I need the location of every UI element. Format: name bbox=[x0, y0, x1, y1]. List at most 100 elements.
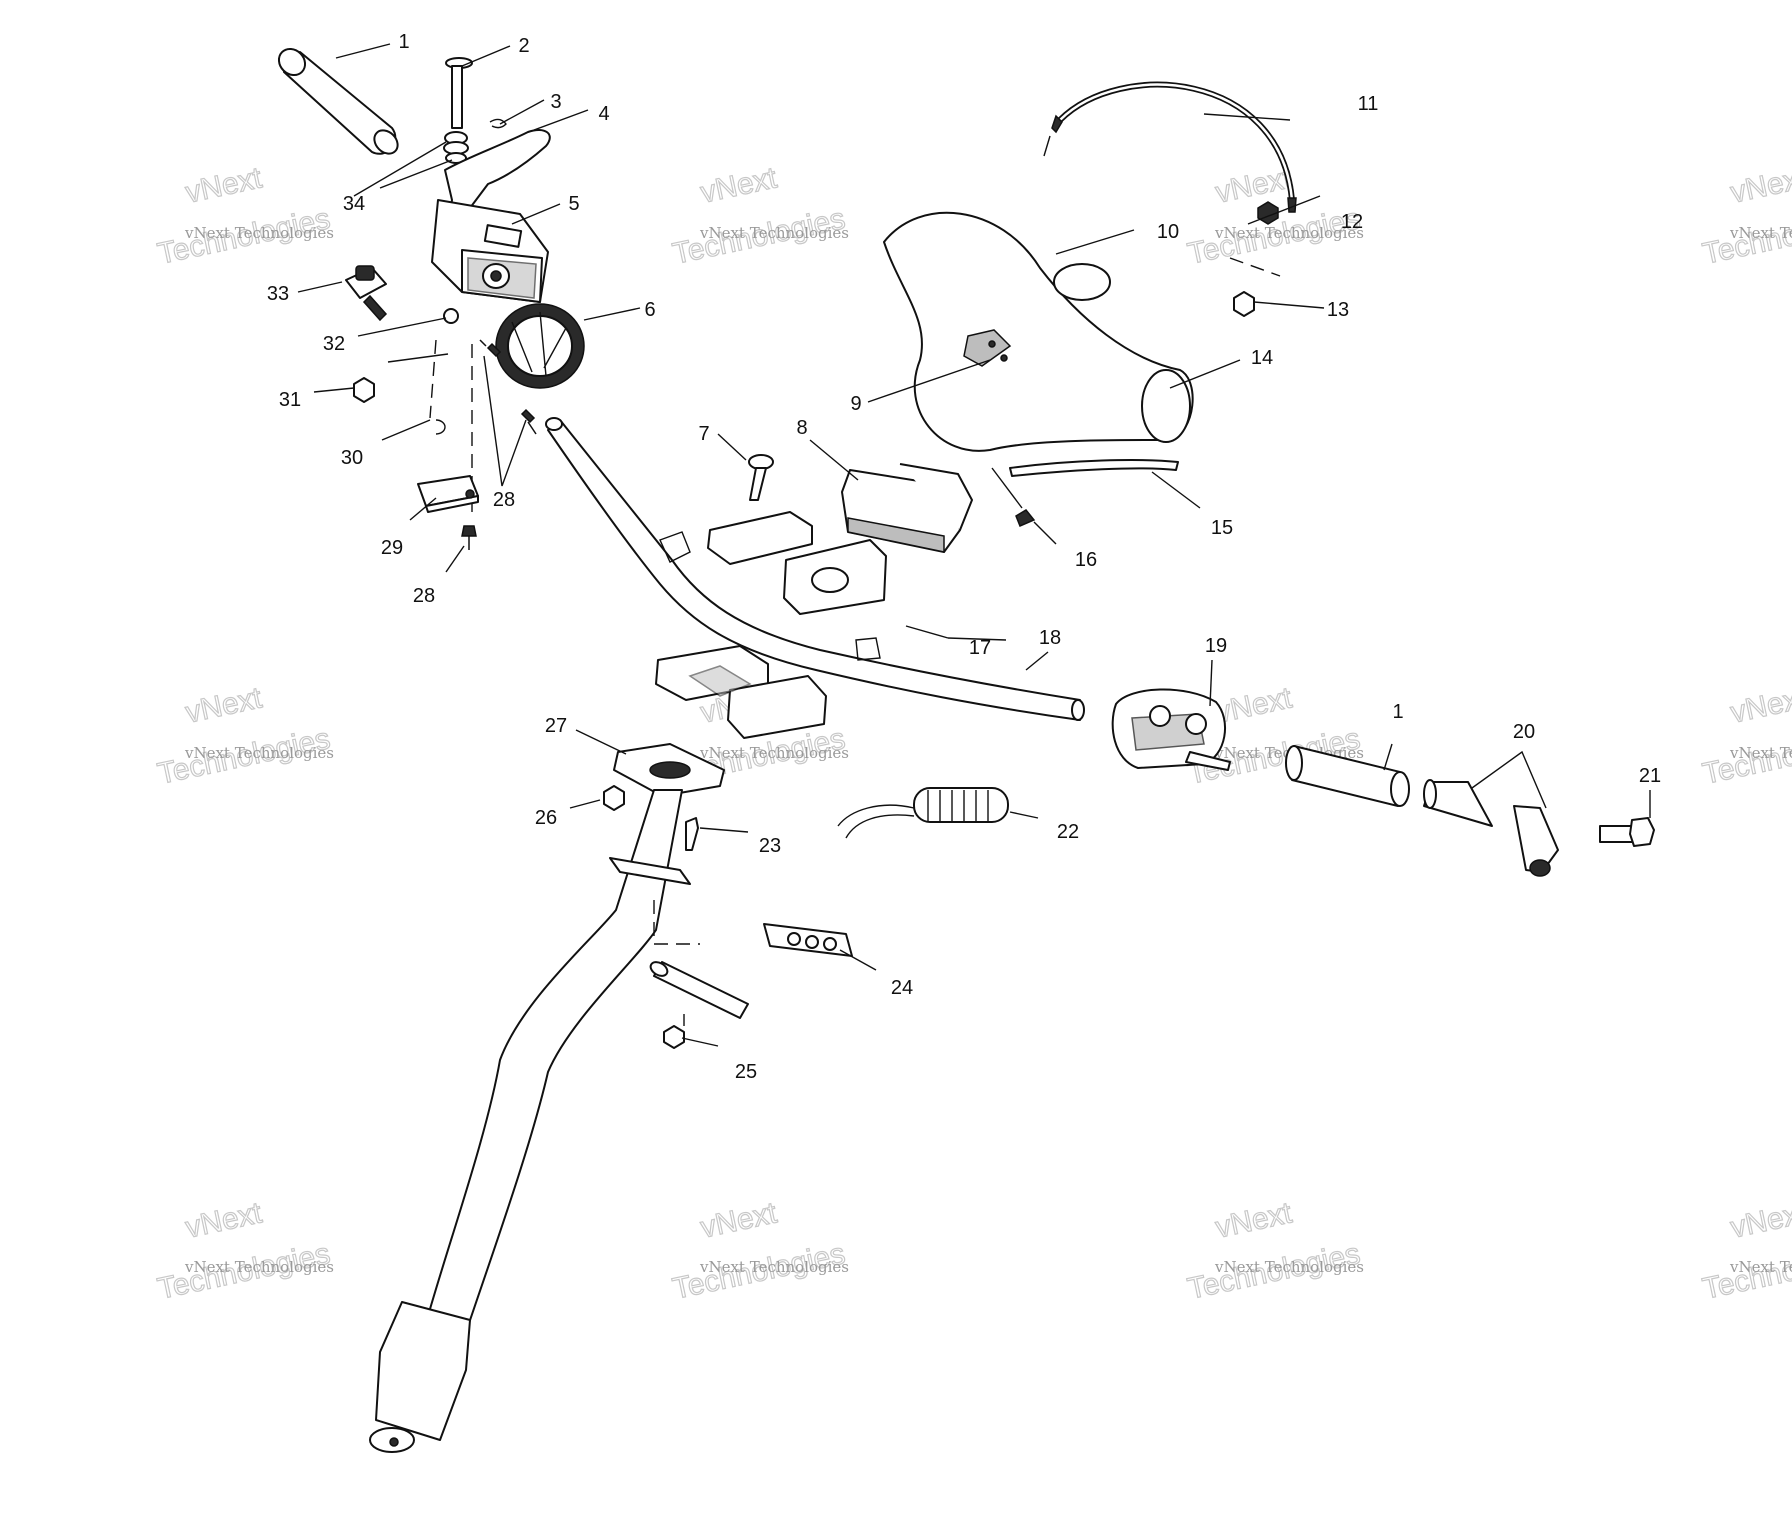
svg-text:vNext: vNext bbox=[1728, 681, 1792, 729]
watermark: vNext Technologies bbox=[154, 1196, 333, 1307]
parts-art bbox=[277, 47, 1655, 1453]
clamp-bolt bbox=[748, 454, 774, 501]
callout-label: 11 bbox=[1358, 93, 1379, 115]
assembly-line bbox=[429, 339, 437, 419]
watermark: vNext Technologies bbox=[1699, 1196, 1792, 1307]
callout-label: 4 bbox=[598, 103, 609, 125]
master-cylinder bbox=[431, 199, 549, 303]
svg-text:vNext: vNext bbox=[698, 1196, 781, 1244]
throttle-housing bbox=[495, 303, 585, 389]
detent-ball bbox=[443, 308, 459, 324]
watermark-text: vNext Technologies bbox=[699, 1258, 849, 1276]
mount-plate bbox=[763, 923, 853, 957]
callout-label: 3 bbox=[550, 91, 561, 113]
callout-label: 29 bbox=[381, 537, 403, 559]
watermark-text: vNext Technologies bbox=[184, 224, 334, 242]
callout-label: 23 bbox=[759, 835, 781, 857]
callout-label: 5 bbox=[568, 193, 579, 215]
tube-pin bbox=[649, 961, 749, 1019]
watermark-text: vNext Technologies bbox=[1729, 1258, 1792, 1276]
svg-text:vNext: vNext bbox=[183, 1196, 266, 1244]
callout-label: 32 bbox=[323, 333, 345, 355]
screw bbox=[1015, 509, 1036, 527]
callout-label: 25 bbox=[735, 1061, 757, 1083]
leader-lines bbox=[297, 43, 1651, 1047]
callout-label: 18 bbox=[1039, 627, 1061, 649]
callout-label: 21 bbox=[1639, 765, 1661, 787]
steering-flange bbox=[613, 743, 725, 797]
washer-nut-stack bbox=[443, 131, 469, 164]
assembly-line bbox=[991, 467, 1023, 509]
callout-label: 20 bbox=[1513, 721, 1535, 743]
screw bbox=[479, 339, 502, 358]
callout-label: 30 bbox=[341, 447, 363, 469]
svg-text:vNext: vNext bbox=[183, 681, 266, 729]
watermark-text: vNext Technologies bbox=[184, 744, 334, 762]
callout-label: 34 bbox=[343, 193, 365, 215]
hand-grip-left bbox=[277, 47, 399, 155]
assembly-line bbox=[1229, 257, 1281, 277]
bar-end-plug bbox=[1513, 805, 1559, 877]
throttle-cover bbox=[841, 463, 973, 553]
callout-label: 2 bbox=[518, 35, 529, 57]
handlebar-pad bbox=[883, 211, 1194, 452]
lever-bracket bbox=[417, 475, 479, 513]
e-clip bbox=[489, 118, 507, 129]
watermark-text: vNext Technologies bbox=[699, 224, 849, 242]
svg-text:vNext: vNext bbox=[1213, 1196, 1296, 1244]
callout-label: 8 bbox=[796, 417, 807, 439]
switch-housing bbox=[1111, 688, 1231, 771]
callout-label: 1 bbox=[1392, 701, 1403, 723]
hand-grip-right bbox=[1285, 745, 1410, 807]
callout-label: 28 bbox=[493, 489, 515, 511]
callout-label: 9 bbox=[850, 393, 861, 415]
callout-label: 22 bbox=[1057, 821, 1079, 843]
callout-label: 33 bbox=[267, 283, 289, 305]
watermark-text: vNext Technologies bbox=[1729, 744, 1792, 762]
choke-cable bbox=[1043, 81, 1297, 213]
screw bbox=[685, 817, 699, 851]
callout-label: 15 bbox=[1211, 517, 1233, 539]
callout-label: 6 bbox=[644, 299, 655, 321]
callout-label: 31 bbox=[279, 389, 301, 411]
handlebar-clamp-lower bbox=[655, 645, 827, 739]
screw bbox=[520, 408, 537, 435]
callout-label: 14 bbox=[1251, 347, 1273, 369]
svg-text:vNext: vNext bbox=[1728, 161, 1792, 209]
pivot-pin bbox=[445, 57, 473, 129]
callouts: 1 2 3 4 34 5 33 6 32 31 30 28 29 28 7 8 … bbox=[267, 31, 1661, 1083]
callout-label: 10 bbox=[1157, 221, 1179, 243]
kill-switch bbox=[345, 265, 388, 322]
pad-strap bbox=[1009, 459, 1179, 477]
bar-end-plug bbox=[1423, 779, 1493, 827]
watermark-text: vNext Technologies bbox=[1214, 224, 1364, 242]
callout-label: 19 bbox=[1205, 635, 1227, 657]
watermark-text: vNext Technologies bbox=[1214, 1258, 1364, 1276]
callout-label: 27 bbox=[545, 715, 567, 737]
watermark-text: vNext Technologies bbox=[1729, 224, 1792, 242]
steering-post bbox=[369, 789, 691, 1453]
hex-nut bbox=[663, 1025, 685, 1049]
hex-nut bbox=[1233, 291, 1255, 317]
watermark: vNext Technologies bbox=[1699, 161, 1792, 272]
handlebar bbox=[545, 417, 1085, 721]
callout-label: 26 bbox=[535, 807, 557, 829]
callout-label: 1 bbox=[398, 31, 409, 53]
callout-label: 7 bbox=[698, 423, 709, 445]
callout-label: 13 bbox=[1327, 299, 1349, 321]
watermark: vNext Technologies bbox=[669, 161, 848, 272]
retaining-ring bbox=[435, 419, 446, 435]
svg-text:vNext: vNext bbox=[698, 161, 781, 209]
watermark-text: vNext Technologies bbox=[699, 744, 849, 762]
handlebar-clamp-upper bbox=[707, 511, 887, 615]
callout-label: 28 bbox=[413, 585, 435, 607]
svg-text:vNext: vNext bbox=[1728, 1196, 1792, 1244]
screw bbox=[461, 525, 477, 550]
callout-label: 12 bbox=[1341, 211, 1363, 233]
watermark: vNext Technologies bbox=[154, 681, 333, 792]
bar-end-bolt bbox=[1599, 817, 1655, 847]
watermark: vNext Technologies bbox=[669, 1196, 848, 1307]
assembly-line bbox=[387, 353, 449, 363]
hex-nut bbox=[603, 785, 625, 811]
